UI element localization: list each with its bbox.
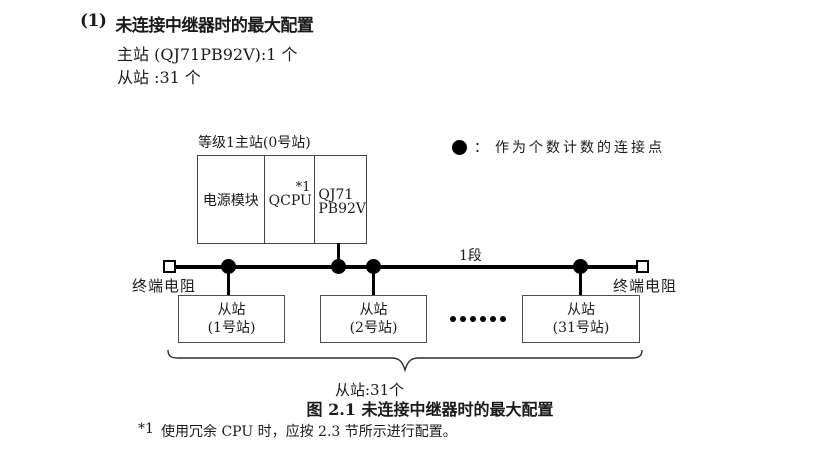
slave-station-no: (31号站) <box>552 320 610 336</box>
connection-point-icon <box>452 139 467 155</box>
slave-box-31: 从站 (31号站) <box>522 295 640 343</box>
master-count-line: 主站 (QJ71PB92V):1 个 <box>117 45 298 64</box>
slave-station-no: (2号站) <box>349 320 398 336</box>
slave-box-2: 从站 (2号站) <box>320 295 427 343</box>
network-module-cell: QJ71 PB92V <box>314 156 366 243</box>
connection-dot-icon <box>331 259 346 274</box>
slave2-drop-line <box>372 267 375 295</box>
master-drop-line <box>337 243 340 267</box>
figure-caption: 图 2.1 未连接中继器时的最大配置 <box>306 400 554 419</box>
ellipsis-dots-icon <box>450 316 506 322</box>
slave-box-1: 从站 (1号站) <box>178 295 285 343</box>
section-title: 未连接中继器时的最大配置 <box>115 16 314 36</box>
slave3-drop-line <box>579 267 582 295</box>
legend-separator: ： <box>474 140 488 156</box>
footnote-marker: *1 <box>138 421 154 437</box>
section-number: (1) <box>80 11 107 31</box>
terminator-right-label: 终端电阻 <box>613 277 678 295</box>
slave1-drop-line <box>227 267 230 295</box>
slaves-brace <box>167 349 643 373</box>
qcpu-cell: *1 QCPU <box>263 156 315 243</box>
connection-dot-icon <box>573 259 588 274</box>
bus-line <box>174 265 640 269</box>
slave-count-line: 从站 :31 个 <box>117 68 201 87</box>
master-station-label: 等级1主站(0号站) <box>198 135 311 151</box>
slave-station-no: (1号站) <box>207 320 256 336</box>
slave-name: 从站 <box>567 302 595 318</box>
qcpu-label: QCPU <box>268 193 312 209</box>
network-module-line1: QJ71 <box>318 187 354 203</box>
footnote-text: 使用冗余 CPU 时，应按 2.3 节所示进行配置。 <box>161 424 457 440</box>
legend: ： 作为个数计数的连接点 <box>452 137 665 157</box>
connection-dot-icon <box>221 259 236 274</box>
power-module-cell: 电源模块 <box>202 192 259 209</box>
connection-dot-icon <box>366 259 381 274</box>
master-station-box: 电源模块 *1 QCPU QJ71 PB92V <box>197 155 367 244</box>
section-heading: (1) 未连接中继器时的最大配置 <box>80 11 314 36</box>
slave-name: 从站 <box>217 302 246 318</box>
qcpu-footnote-ref: *1 <box>295 180 311 195</box>
terminator-left-label: 终端电阻 <box>132 277 197 295</box>
legend-text: 作为个数计数的连接点 <box>495 140 665 156</box>
terminator-left-icon <box>163 260 176 273</box>
slave-name: 从站 <box>359 302 388 318</box>
terminator-right-icon <box>636 260 649 273</box>
segment-label: 1段 <box>459 248 482 264</box>
network-module-line2: PB92V <box>318 201 366 217</box>
brace-label: 从站:31个 <box>335 381 405 399</box>
